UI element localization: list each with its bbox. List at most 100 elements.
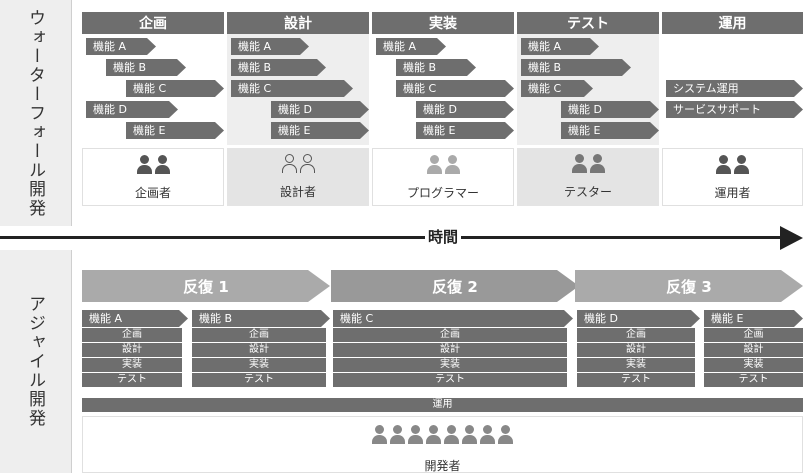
people-icon <box>373 155 513 175</box>
developer-group-icon <box>83 425 802 445</box>
phase-header-test: テスト <box>517 12 659 34</box>
task-bar: 実装 <box>704 358 803 372</box>
time-label: 時間 <box>425 226 461 248</box>
developer-person-icon <box>408 425 423 445</box>
role-label: プログラマー <box>406 186 479 200</box>
iteration-arrow-3: 反復 3 <box>575 270 803 302</box>
feature-tag: 機能 B <box>231 59 326 76</box>
task-bar: 設計 <box>82 343 182 357</box>
role-label: テスター <box>563 185 612 199</box>
people-icon <box>663 155 802 175</box>
role-label: 企画者 <box>134 186 171 200</box>
developer-person-icon <box>372 425 387 445</box>
feature-tag: 機能 B <box>396 59 476 76</box>
phase-column-operation: システム運用 サービスサポート <box>662 34 803 145</box>
phase-header-planning: 企画 <box>82 12 224 34</box>
role-box-tester: テスター <box>517 148 659 206</box>
phase-title: 実装 <box>429 16 457 32</box>
feature-block-d: 機能 D 企画 設計 実装 テスト <box>577 310 700 398</box>
task-bar: テスト <box>577 373 695 387</box>
feature-tag: 機能 B <box>192 310 330 327</box>
role-box-programmer: プログラマー <box>372 148 514 206</box>
developer-person-icon <box>390 425 405 445</box>
phase-header-operation: 運用 <box>662 12 803 34</box>
phase-title: テスト <box>567 16 609 32</box>
waterfall-label: ウォーターフォール開発 <box>25 8 45 218</box>
people-icon <box>83 155 223 175</box>
phase-title: 設計 <box>284 16 312 32</box>
feature-tag: 機能 D <box>271 101 369 118</box>
feature-tag: 機能 E <box>126 122 224 139</box>
phase-title: 企画 <box>139 16 167 32</box>
feature-tag: 機能 D <box>86 101 178 118</box>
people-outline-icon <box>227 154 369 174</box>
operation-bar: 運用 <box>82 398 803 412</box>
iteration-label: 反復 2 <box>432 277 478 296</box>
feature-block-a: 機能 A 企画 設計 実装 テスト <box>82 310 188 398</box>
role-box-designer: 設計者 <box>227 148 369 206</box>
task-bar: 企画 <box>577 328 695 342</box>
task-bar: 企画 <box>704 328 803 342</box>
waterfall-side-panel: ウォーターフォール開発 <box>0 0 72 226</box>
task-bar: 実装 <box>333 358 567 372</box>
task-bar: 実装 <box>192 358 326 372</box>
iteration-label: 反復 1 <box>183 277 229 296</box>
feature-tag: 機能 C <box>333 310 573 327</box>
task-bar: テスト <box>192 373 326 387</box>
feature-block-c: 機能 C 企画 設計 実装 テスト <box>333 310 573 398</box>
feature-tag: 機能 B <box>106 59 186 76</box>
agile-side-panel: アジャイル開発 <box>0 250 72 473</box>
task-bar: 設計 <box>333 343 567 357</box>
task-bar: 実装 <box>82 358 182 372</box>
phase-header-implementation: 実装 <box>372 12 514 34</box>
task-bar: テスト <box>704 373 803 387</box>
role-box-operator: 運用者 <box>662 148 803 206</box>
feature-block-e: 機能 E 企画 設計 実装 テスト <box>704 310 803 398</box>
phase-column-implementation: 機能 A 機能 B 機能 C 機能 D 機能 E <box>372 34 514 145</box>
feature-tag: 機能 A <box>86 38 156 55</box>
task-bar: 設計 <box>577 343 695 357</box>
feature-block-b: 機能 B 企画 設計 実装 テスト <box>192 310 330 398</box>
feature-tag: 機能 C <box>231 80 353 97</box>
feature-tag: 機能 A <box>521 38 599 55</box>
phase-column-test: 機能 A 機能 B 機能 C 機能 D 機能 E <box>517 34 659 145</box>
feature-tag: 機能 C <box>126 80 224 97</box>
developer-person-icon <box>498 425 513 445</box>
feature-tag: 機能 E <box>271 122 369 139</box>
task-bar: 実装 <box>577 358 695 372</box>
time-axis-line <box>0 236 790 239</box>
task-bar: 企画 <box>82 328 182 342</box>
task-bar: 設計 <box>192 343 326 357</box>
feature-tag: 機能 E <box>416 122 514 139</box>
operation-task-tag: サービスサポート <box>666 101 803 118</box>
feature-tag: 機能 E <box>561 122 659 139</box>
role-box-planner: 企画者 <box>82 148 224 206</box>
feature-tag: 機能 B <box>521 59 631 76</box>
time-axis-arrowhead-icon <box>780 226 803 250</box>
task-bar: 設計 <box>704 343 803 357</box>
phase-header-design: 設計 <box>227 12 369 34</box>
iteration-arrow-1: 反復 1 <box>82 270 330 302</box>
task-bar: テスト <box>333 373 567 387</box>
agile-label: アジャイル開発 <box>25 295 45 428</box>
people-icon <box>517 154 659 174</box>
team-label: 開発者 <box>424 459 461 473</box>
iteration-arrow-2: 反復 2 <box>331 270 579 302</box>
feature-tag: 機能 C <box>521 80 593 97</box>
phase-column-design: 機能 A 機能 B 機能 C 機能 D 機能 E <box>227 34 369 145</box>
feature-tag: 機能 D <box>577 310 700 327</box>
feature-tag: 機能 A <box>231 38 309 55</box>
task-bar: テスト <box>82 373 182 387</box>
iteration-label: 反復 3 <box>666 277 712 296</box>
task-bar: 企画 <box>192 328 326 342</box>
feature-tag: 機能 A <box>376 38 446 55</box>
developer-person-icon <box>462 425 477 445</box>
phase-column-planning: 機能 A 機能 B 機能 C 機能 D 機能 E <box>82 34 224 145</box>
task-bar: 企画 <box>333 328 567 342</box>
role-label: 運用者 <box>714 186 751 200</box>
developer-person-icon <box>426 425 441 445</box>
feature-tag: 機能 A <box>82 310 188 327</box>
phase-title: 運用 <box>718 16 747 32</box>
developer-person-icon <box>444 425 459 445</box>
role-label: 設計者 <box>279 185 316 199</box>
